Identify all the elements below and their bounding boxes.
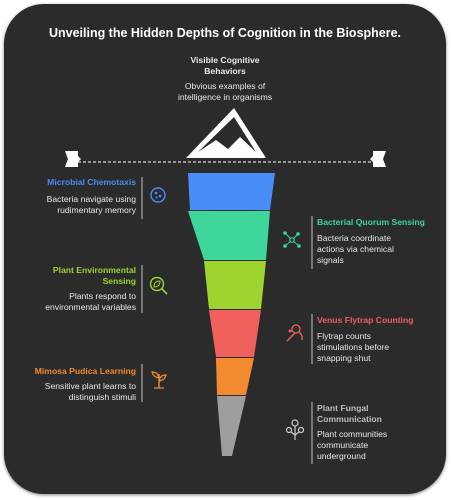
- top-description: Obvious examples of intelligence in orga…: [177, 81, 273, 102]
- level-6-divider: [311, 402, 313, 464]
- segment-fungal-communication: [217, 396, 246, 456]
- top-heading: Visible Cognitive Behaviors: [190, 55, 260, 76]
- leaf-search-icon: [149, 276, 168, 295]
- right-flag: [370, 151, 386, 167]
- plant-network-icon: [285, 419, 305, 440]
- iceberg-tip-inner: [198, 117, 256, 152]
- level-1-divider: [141, 177, 143, 219]
- level-5-description: Sensitive plant learns to distinguish st…: [44, 381, 136, 402]
- level-5-divider: [141, 364, 143, 402]
- level-4-divider: [311, 314, 313, 364]
- level-2-divider: [311, 216, 313, 269]
- level-3-divider: [141, 265, 143, 313]
- level-3-heading: Plant Environmental Sensing: [52, 265, 136, 286]
- level-6-heading: Plant Fungal Communication: [317, 403, 382, 424]
- flytrap-icon: [286, 324, 303, 342]
- level-1-heading: Microbial Chemotaxis: [47, 177, 136, 187]
- level-3-description: Plants respond to environmental variable…: [45, 291, 136, 312]
- level-6-description: Plant communities communicate undergroun…: [317, 429, 388, 461]
- left-flag: [65, 151, 81, 167]
- diagram-card: Unveiling the Hidden Depths of Cognition…: [4, 4, 446, 494]
- iceberg-diagram: [65, 108, 386, 456]
- level-5-heading: Mimosa Pudica Learning: [34, 366, 136, 376]
- level-2-heading: Bacterial Quorum Sensing: [317, 217, 425, 227]
- segment-mimosa-learning: [216, 358, 254, 395]
- segment-microbial-chemotaxis: [188, 173, 275, 210]
- level-2-description: Bacteria coordinate actions via chemical…: [317, 233, 394, 265]
- network-icon: [283, 231, 301, 248]
- sprout-icon: [151, 371, 167, 389]
- level-4-description: Flytrap counts stimulations before snapp…: [317, 331, 390, 363]
- segment-quorum-sensing: [188, 211, 270, 260]
- segment-flytrap-counting: [209, 310, 261, 357]
- level-4-heading: Venus Flytrap Counting: [317, 315, 414, 325]
- level-1-description: Bacteria navigate using rudimentary memo…: [46, 194, 136, 215]
- diagram-title: Unveiling the Hidden Depths of Cognition…: [48, 26, 402, 40]
- segment-environmental-sensing: [204, 261, 266, 309]
- bacteria-icon: [150, 187, 166, 203]
